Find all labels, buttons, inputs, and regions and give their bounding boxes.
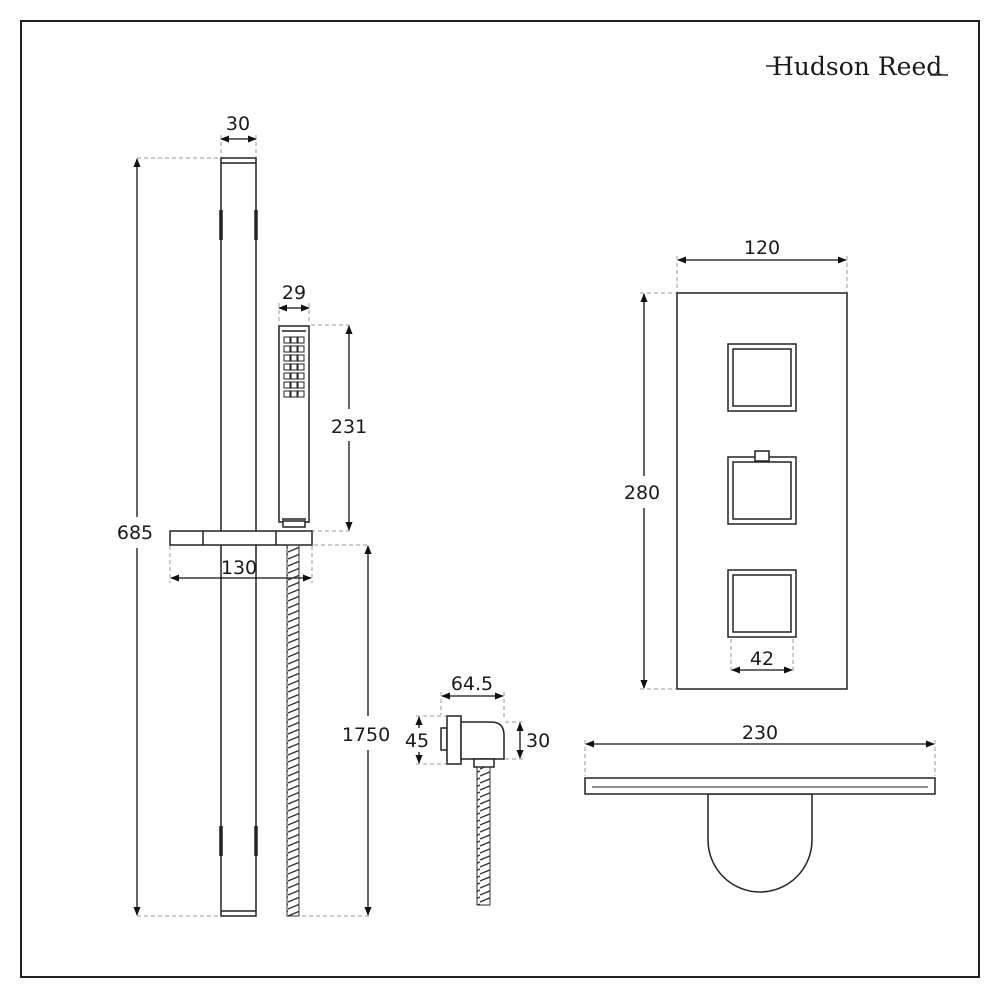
dim-hose-length: 1750 bbox=[302, 544, 390, 917]
frame-border bbox=[20, 20, 980, 978]
brand-logo: Hudson Reed bbox=[766, 52, 948, 81]
outlet-hose bbox=[476, 766, 491, 906]
dim-elbow-height: 45 bbox=[405, 715, 446, 765]
dim-head-width: 230 bbox=[584, 722, 936, 776]
dim-valve-width-label: 120 bbox=[744, 237, 780, 259]
dim-valve-width: 120 bbox=[676, 237, 848, 292]
dim-rail-height: 685 bbox=[117, 157, 220, 917]
dim-handset-width-label: 29 bbox=[282, 282, 306, 304]
valve-knob-middle bbox=[727, 450, 797, 525]
spray-nozzles bbox=[283, 336, 305, 398]
dim-valve-height: 280 bbox=[624, 292, 676, 690]
dim-elbow-width-label: 64.5 bbox=[451, 673, 493, 695]
valve-knob-top bbox=[727, 343, 797, 412]
slider-bracket bbox=[169, 530, 313, 546]
dim-slider-width-label: 130 bbox=[221, 557, 257, 579]
dim-hose-length-label: 1750 bbox=[342, 724, 390, 746]
shower-head bbox=[584, 777, 936, 893]
dim-knob-width: 42 bbox=[730, 639, 794, 674]
dim-rail-width-label: 30 bbox=[226, 113, 250, 135]
dim-rail-width: 30 bbox=[220, 113, 257, 157]
brand-name: Hudson Reed bbox=[772, 52, 942, 81]
dim-elbow-depth-label: 30 bbox=[526, 730, 550, 752]
dim-elbow-depth: 30 bbox=[505, 721, 550, 760]
dim-elbow-height-label: 45 bbox=[405, 730, 429, 752]
dim-valve-height-label: 280 bbox=[624, 482, 660, 504]
dim-elbow-width: 64.5 bbox=[440, 673, 505, 720]
dim-handset-width: 29 bbox=[278, 282, 310, 324]
outlet-elbow bbox=[440, 715, 505, 768]
shower-hose bbox=[286, 544, 300, 917]
valve-knob-bottom bbox=[727, 569, 797, 638]
dim-handset-height: 231 bbox=[311, 324, 367, 532]
dim-knob-width-label: 42 bbox=[750, 648, 774, 670]
dim-handset-height-label: 231 bbox=[331, 416, 367, 438]
handset bbox=[278, 325, 310, 528]
dim-head-width-label: 230 bbox=[742, 722, 778, 744]
dim-rail-height-label: 685 bbox=[117, 522, 153, 544]
